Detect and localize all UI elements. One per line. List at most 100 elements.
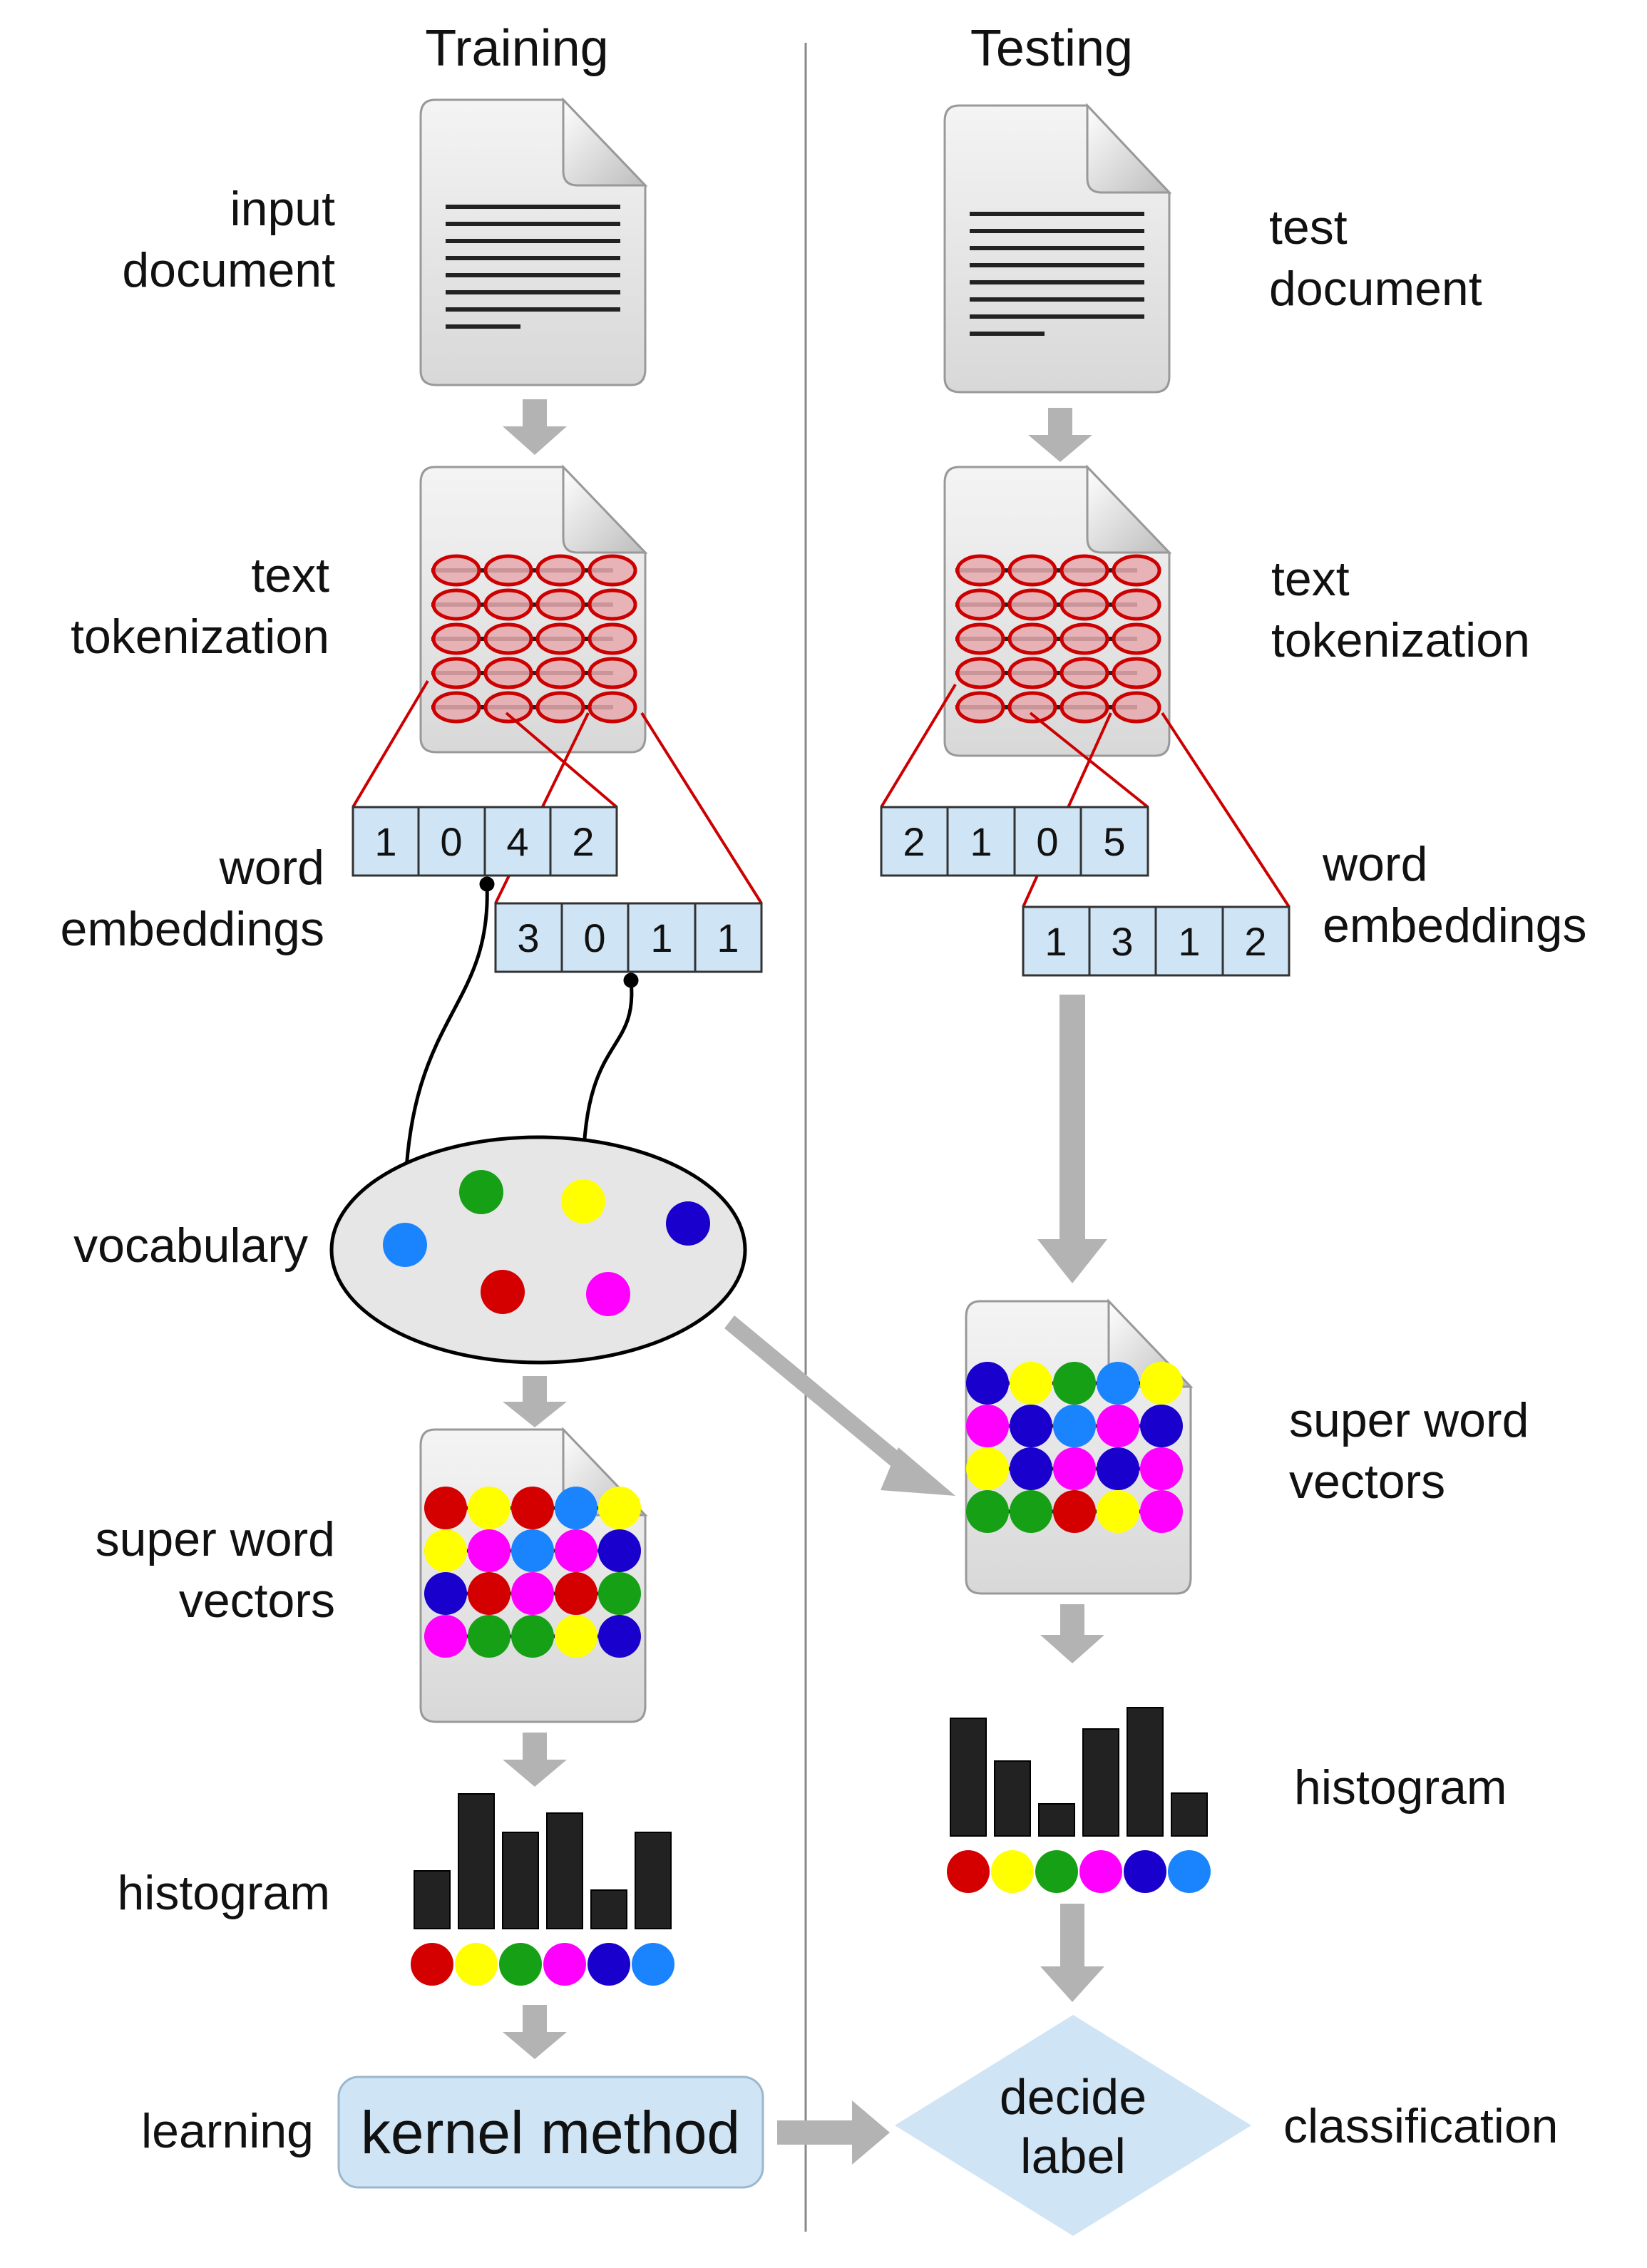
decide-label-diamond: decide label	[895, 2015, 1251, 2236]
testing-embedding-vector-a: 2 1 0 5	[880, 806, 1149, 877]
embedding-cell: 2	[1244, 919, 1266, 964]
super-word-dot	[511, 1529, 554, 1572]
super-word-dot	[1053, 1405, 1096, 1447]
word-token	[1112, 588, 1161, 621]
super-word-dot	[1140, 1405, 1183, 1447]
testing-arrow-1	[1028, 408, 1092, 462]
histogram-color-dot	[1168, 1850, 1211, 1893]
test-document-label-2: document	[1269, 262, 1482, 316]
super-word-dot	[1097, 1490, 1139, 1533]
embedding-cell: 1	[650, 915, 672, 960]
training-arrow-4	[503, 2005, 567, 2059]
word-token	[588, 691, 637, 724]
super-word-dot	[966, 1362, 1009, 1405]
super-word-dot	[555, 1529, 597, 1572]
kernel-method-label: kernel method	[361, 2099, 740, 2166]
training-input-document-label: input	[230, 182, 336, 236]
embedding-cell: 1	[374, 819, 396, 864]
super-word-dot	[1010, 1405, 1052, 1447]
word-token	[431, 622, 481, 655]
word-token	[1007, 588, 1057, 621]
embedding-to-vocabulary-arrows	[392, 876, 639, 1218]
embedding-cell: 3	[1111, 919, 1133, 964]
word-token	[1007, 622, 1057, 655]
histogram-bar	[950, 1718, 987, 1837]
training-histogram-label: histogram	[117, 1866, 330, 1920]
embedding-cell: 2	[903, 819, 925, 864]
word-token	[955, 657, 1005, 689]
vocab-word-dot	[561, 1179, 605, 1223]
training-header: Training	[425, 20, 608, 77]
vocabulary-ellipse	[329, 1135, 747, 1365]
word-token	[483, 691, 533, 724]
super-word-dot	[1010, 1362, 1052, 1405]
histogram-bar	[1038, 1803, 1075, 1837]
embedding-cell: 1	[970, 819, 992, 864]
testing-token-connectors	[880, 683, 1291, 908]
histogram-color-dot	[1035, 1850, 1078, 1893]
word-token	[483, 588, 533, 621]
super-word-dot	[424, 1572, 467, 1615]
word-token	[1112, 691, 1161, 724]
embedding-cell: 2	[572, 819, 594, 864]
vocabulary-to-testing-arrow	[724, 1315, 955, 1496]
histogram-color-dot	[588, 1943, 630, 1986]
word-token	[535, 657, 585, 689]
training-super-word-vectors-label: super word	[96, 1512, 335, 1566]
super-word-dot	[598, 1615, 641, 1658]
histogram-color-dot	[947, 1850, 990, 1893]
decide-label-text: decide	[1000, 2069, 1146, 2125]
word-token	[955, 691, 1005, 724]
word-token	[1059, 622, 1109, 655]
embedding-cell: 5	[1103, 819, 1125, 864]
kernel-to-decide-arrow	[777, 2100, 890, 2165]
word-token	[588, 588, 637, 621]
training-embedding-vector-a: 1 0 4 2	[352, 806, 618, 877]
testing-tokenization-label-2: tokenization	[1271, 613, 1530, 667]
super-word-dot	[555, 1572, 597, 1615]
embedding-cell: 0	[583, 915, 605, 960]
super-word-dot	[966, 1447, 1009, 1490]
word-token	[955, 588, 1005, 621]
word-token	[535, 622, 585, 655]
testing-super-word-vectors-document-icon	[965, 1298, 1194, 1595]
super-word-dot	[424, 1529, 467, 1572]
super-word-dot	[555, 1487, 597, 1529]
histogram-bar	[1127, 1707, 1164, 1837]
super-word-dot	[511, 1572, 554, 1615]
histogram-color-dot	[991, 1850, 1034, 1893]
test-document-label: test	[1269, 200, 1348, 255]
super-word-dot	[424, 1487, 467, 1529]
super-word-dot	[598, 1529, 641, 1572]
super-word-dot	[468, 1615, 510, 1658]
test-document-icon	[943, 103, 1172, 394]
word-token	[431, 657, 481, 689]
training-tokenization-label-2: tokenization	[71, 610, 329, 664]
super-word-dot	[1010, 1490, 1052, 1533]
training-input-document-label-2: document	[122, 243, 335, 297]
classification-label: classification	[1283, 2099, 1559, 2153]
super-word-dot	[966, 1490, 1009, 1533]
word-token	[483, 622, 533, 655]
embedding-cell: 3	[517, 915, 539, 960]
super-word-dot	[468, 1529, 510, 1572]
super-word-dot	[468, 1487, 510, 1529]
word-token	[1007, 554, 1057, 587]
word-token	[1059, 554, 1109, 587]
super-word-dot	[1140, 1362, 1183, 1405]
testing-word-embeddings-label-2: embeddings	[1323, 898, 1586, 953]
training-word-embeddings-label-2: embeddings	[61, 902, 324, 956]
histogram-color-dot	[411, 1943, 453, 1986]
word-token	[483, 657, 533, 689]
super-word-dot	[424, 1615, 467, 1658]
histogram-color-dot	[1124, 1850, 1166, 1893]
super-word-dot	[1053, 1490, 1096, 1533]
testing-super-word-vectors-label-2: vectors	[1289, 1454, 1445, 1509]
word-token	[588, 554, 637, 587]
super-word-dot	[1140, 1447, 1183, 1490]
histogram-bar	[994, 1760, 1031, 1837]
word-token	[535, 588, 585, 621]
training-embedding-vector-b: 3 0 1 1	[494, 902, 763, 973]
histogram-bar	[458, 1793, 495, 1929]
word-token	[1007, 657, 1057, 689]
